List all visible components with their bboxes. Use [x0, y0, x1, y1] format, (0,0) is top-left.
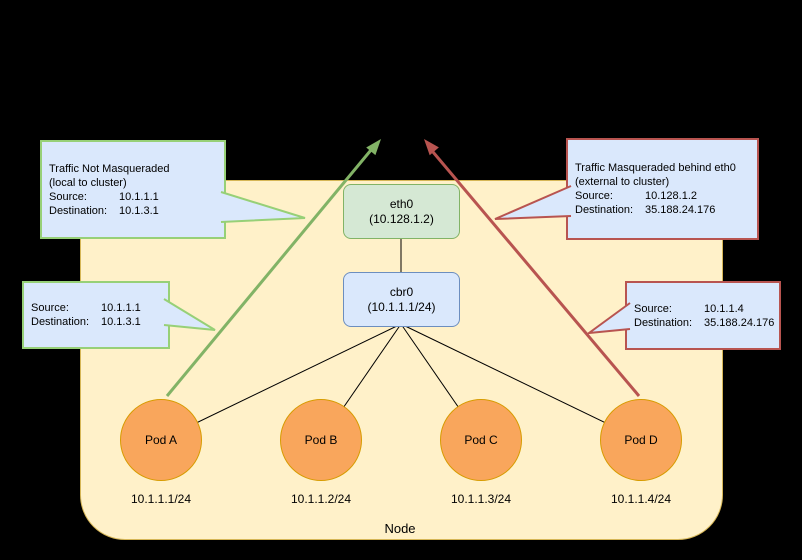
- node-label: Node: [384, 521, 416, 536]
- callout-title-line: Traffic Masqueraded behind eth0: [575, 162, 736, 174]
- source-row: Source: 10.128.1.2: [575, 189, 750, 203]
- destination-label: Destination:: [575, 204, 634, 216]
- pod-a-label: Pod A: [144, 433, 178, 447]
- callout-title-line: (external to cluster): [575, 176, 670, 188]
- destination-value: 35.188.24.176: [645, 204, 716, 216]
- callout-title-line: (local to cluster): [49, 176, 127, 189]
- source-row: Source: 10.1.1.1: [49, 190, 217, 204]
- source-row: Source: 10.1.1.1: [31, 301, 161, 315]
- pod-d: Pod D: [600, 399, 682, 481]
- source-label: Source:: [31, 302, 69, 314]
- pod-d-ip: 10.1.1.4/24: [610, 492, 672, 506]
- pod-c: Pod C: [440, 399, 522, 481]
- source-value: 10.1.1.1: [119, 190, 159, 203]
- destination-row: Destination: 35.188.24.176: [575, 203, 750, 217]
- pod-b: Pod B: [280, 399, 362, 481]
- cbr0-box: cbr0 (10.1.1.1/24): [343, 272, 460, 327]
- source-value: 10.128.1.2: [645, 190, 697, 202]
- destination-row: Destination: 10.1.3.1: [31, 315, 161, 329]
- source-label: Source:: [575, 190, 613, 202]
- callout-masqueraded: Traffic Masqueraded behind eth0 (externa…: [566, 138, 759, 240]
- source-label: Source:: [49, 190, 87, 203]
- cbr0-name: cbr0: [389, 284, 414, 299]
- pod-c-label: Pod C: [464, 433, 498, 447]
- pod-b-ip: 10.1.1.2/24: [290, 492, 352, 506]
- pod-b-label: Pod B: [304, 433, 338, 447]
- destination-label: Destination:: [634, 316, 693, 329]
- destination-label: Destination:: [31, 316, 90, 328]
- destination-value: 10.1.3.1: [101, 316, 141, 328]
- destination-value: 35.188.24.176: [704, 316, 775, 329]
- callout-local-packet: Source: 10.1.1.1 Destination: 10.1.3.1: [22, 281, 170, 349]
- destination-label: Destination:: [49, 204, 108, 217]
- callout-external-packet: Source: 10.1.1.4 Destination: 35.188.24.…: [625, 281, 781, 350]
- pod-d-label: Pod D: [624, 433, 658, 447]
- destination-row: Destination: 35.188.24.176: [634, 316, 775, 330]
- source-row: Source: 10.1.1.4: [634, 302, 772, 316]
- eth0-box: eth0 (10.128.1.2): [343, 184, 460, 239]
- callout-title-line: Traffic Not Masqueraded: [49, 162, 170, 175]
- pod-a: Pod A: [120, 399, 202, 481]
- pod-c-ip: 10.1.1.3/24: [450, 492, 512, 506]
- callout-not-masqueraded: Traffic Not Masqueraded (local to cluste…: [40, 140, 226, 239]
- eth0-ip: (10.128.1.2): [369, 211, 434, 226]
- destination-value: 10.1.3.1: [119, 204, 159, 217]
- source-label: Source:: [634, 302, 672, 315]
- source-value: 10.1.1.1: [101, 302, 141, 314]
- source-value: 10.1.1.4: [704, 302, 744, 315]
- eth0-name: eth0: [389, 196, 414, 211]
- pod-a-ip: 10.1.1.1/24: [130, 492, 192, 506]
- destination-row: Destination: 10.1.3.1: [49, 204, 217, 218]
- cbr0-ip: (10.1.1.1/24): [367, 299, 436, 314]
